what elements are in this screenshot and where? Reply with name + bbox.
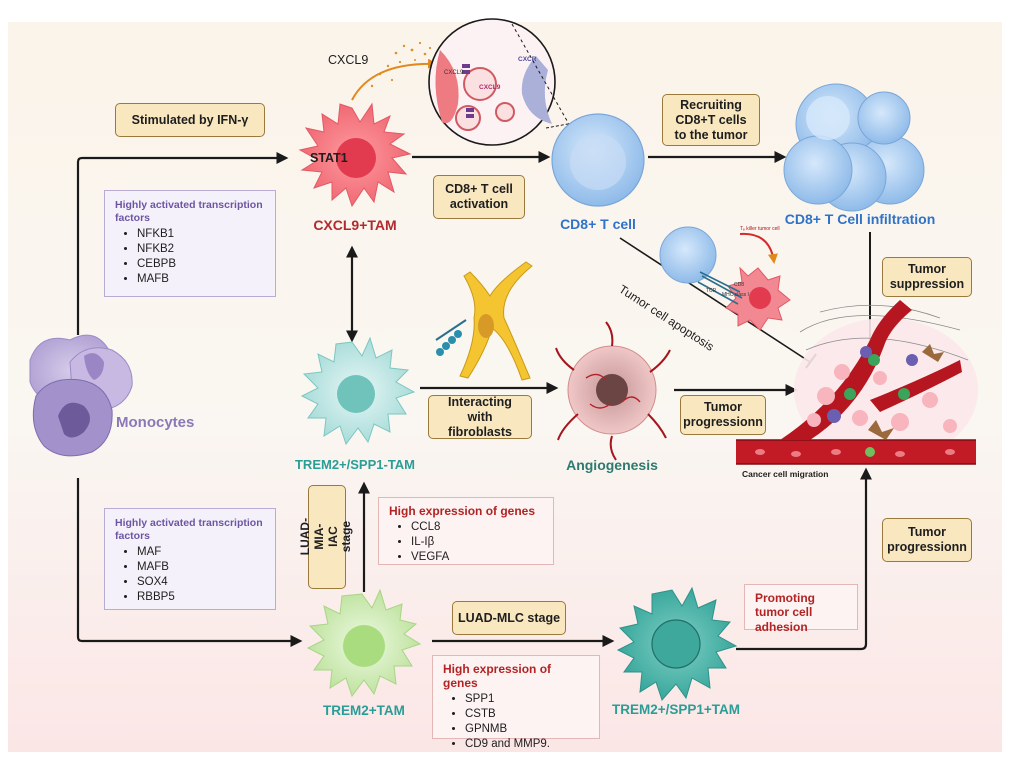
mini-killer-label: Tₑ killer tumor cell [740, 226, 780, 232]
list-item: SOX4 [137, 575, 265, 590]
trem2-spp1-pos-tam-cell [616, 586, 738, 701]
cd8-t-cell [551, 113, 645, 207]
list-item: SPP1 [465, 692, 589, 707]
adhesion-box: Promoting tumor cell adhesion [744, 584, 858, 634]
tag-suppression: Tumor suppression [882, 257, 972, 297]
tf-box-bottom-list: MAF MAFB SOX4 RBBP5 [115, 545, 265, 605]
tag-luad-mlc: LUAD-MLC stage [452, 601, 566, 635]
mini-tcr-label: TCR [706, 288, 717, 294]
list-item: CSTB [465, 707, 589, 722]
tag-fibroblasts: Interacting with fibroblasts [428, 395, 532, 439]
trem2-spp1-neg-tam-cell [300, 336, 416, 446]
genes-box-mid-title: High expression of genes [389, 504, 536, 518]
tf-box-top: Highly activated transcription factors N… [104, 190, 276, 297]
cancer-migration-label: Cancer cell migration [742, 469, 829, 479]
genes-box-bottom: High expression of genes SPP1 CSTB GPNMB… [432, 655, 600, 750]
fibroblast-cell [435, 261, 533, 381]
tf-box-bottom: Highly activated transcription factors M… [104, 508, 276, 610]
cd8-t-cell-label: CD8+ T cell [560, 216, 636, 232]
list-item: NFKB2 [137, 242, 265, 257]
tf-box-bottom-title: Highly activated transcription factors [115, 517, 263, 542]
tag-luad-mia-text: LUAD- MIA-IAC stage [298, 518, 354, 556]
list-item: VEGFA [411, 550, 543, 565]
adhesion-text: Promoting tumor cell adhesion [755, 591, 815, 634]
trem2-spp1-neg-tam-label: TREM2+/SPP1-TAM [294, 457, 416, 472]
cxcl9-tam-label: CXCL9+TAM [313, 217, 397, 233]
tag-recruiting: Recruiting CD8+T cells to the tumor [662, 94, 760, 146]
genes-box-mid-list: CCL8 IL-Iβ VEGFA [389, 520, 543, 565]
list-item: CEBPB [137, 257, 265, 272]
list-item: GPNMB [465, 722, 589, 737]
inset-cxcl9-label-b: CXCL9 [479, 84, 501, 91]
tag-ifn: Stimulated by IFN-γ [115, 103, 265, 137]
tag-activation: CD8+ T cell activation [433, 175, 525, 219]
genes-box-mid: High expression of genes CCL8 IL-Iβ VEGF… [378, 497, 554, 565]
tag-progression-a: Tumor progressionn [680, 395, 766, 435]
trem2-spp1-pos-tam-label: TREM2+/SPP1+TAM [611, 702, 741, 717]
list-item: CCL8 [411, 520, 543, 535]
list-item: RBBP5 [137, 590, 265, 605]
list-item: MAFB [137, 272, 265, 287]
tf-box-top-list: NFKB1 NFKB2 CEBPB MAFB [115, 227, 265, 287]
inset-cxcl9-label-a: CXCL9 [444, 70, 464, 76]
t-cell-killing-illustration [659, 226, 791, 331]
monocytes-cluster [29, 334, 133, 457]
tag-luad-mia: LUAD- MIA-IAC stage [298, 485, 354, 589]
stat1-label: STAT1 [310, 151, 348, 165]
tumor-microenvironment [736, 300, 978, 465]
mini-mhc-label: MHC class I [722, 292, 749, 298]
monocytes-label: Monocytes [116, 414, 195, 431]
list-item: CD9 and MMP9. [465, 737, 589, 752]
list-item: IL-Iβ [411, 535, 543, 550]
receptor-inset [428, 18, 569, 146]
cd8-infiltration-cluster [783, 83, 925, 212]
angiogenesis-label: Angiogenesis [566, 457, 658, 473]
list-item: MAFB [137, 560, 265, 575]
list-item: MAF [137, 545, 265, 560]
angiogenesis-illustration [555, 321, 671, 461]
genes-box-bottom-title: High expression of genes [443, 662, 552, 690]
inset-cxcr-label: CXCR [518, 56, 537, 63]
cxcl9-signal-dots [370, 41, 432, 88]
cxcl9-signal-label: CXCL9 [328, 53, 369, 67]
trem2-tam-label: TREM2+TAM [323, 703, 405, 718]
cxcl9-tam-cell [298, 102, 412, 208]
mini-cd8-label: CD8 [734, 282, 745, 288]
tf-box-top-title: Highly activated transcription factors [115, 199, 263, 224]
trem2-tam-cell [306, 588, 422, 698]
tag-progression-b: Tumor progressionn [882, 518, 972, 562]
cd8-infiltration-label: CD8+ T Cell infiltration [784, 211, 936, 227]
genes-box-bottom-list: SPP1 CSTB GPNMB CD9 and MMP9. [443, 692, 589, 752]
list-item: NFKB1 [137, 227, 265, 242]
